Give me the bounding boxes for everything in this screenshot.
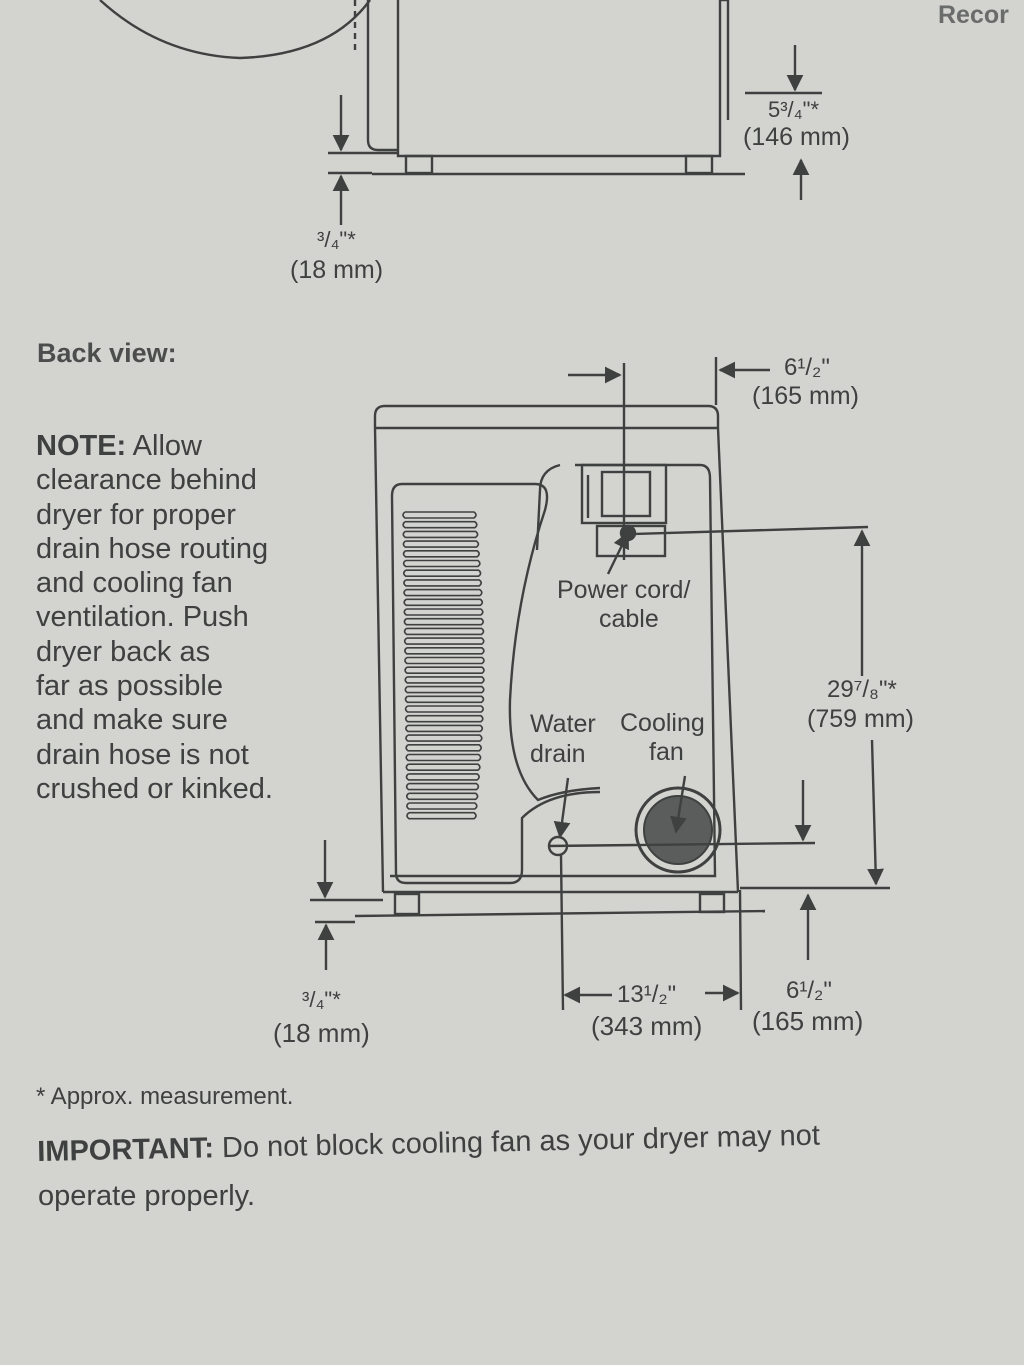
vent-slot: [403, 617, 484, 626]
dim-drain-span-inch: 13¹/₂": [617, 981, 677, 1008]
note-text: clearance behind: [36, 464, 257, 496]
label-water-drain-1: Water: [530, 710, 596, 738]
side-foot-dim-inch: ³/₄"*: [317, 227, 356, 252]
note-text: and cooling fan: [36, 567, 233, 599]
note-text: crushed or kinked.: [36, 773, 273, 805]
note-line: clearance behind: [36, 466, 257, 495]
label-power-cord-1: Power cord/: [557, 576, 691, 604]
dim-top-right-inch: 6¹/₂": [784, 354, 830, 381]
note-line: and cooling fan: [36, 569, 233, 598]
vent-slot: [404, 695, 485, 704]
note-text: dryer back as: [36, 636, 211, 668]
label-cooling-fan-1: Cooling: [620, 709, 705, 737]
top-clearance-dimension: [568, 357, 770, 405]
note-label: NOTE:: [36, 430, 127, 462]
side-view-drawing: [99, 0, 745, 176]
note-text: ventilation. Push: [36, 601, 249, 633]
header-fragment: Recor: [938, 1, 1009, 29]
footnote: * Approx. measurement.: [36, 1083, 294, 1110]
vent-slot: [402, 511, 477, 519]
vent-slot: [405, 744, 483, 752]
vent-slot: [402, 569, 482, 577]
vent-slot: [403, 588, 483, 597]
vent-slot: [405, 782, 480, 791]
side-rear-dim-mm: (146 mm): [743, 123, 850, 151]
water-drain-fitting: [547, 777, 571, 857]
vent-slot: [406, 811, 477, 820]
vent-slot: [406, 802, 478, 810]
vent-slot: [405, 792, 479, 801]
note-text: and make sure: [36, 704, 228, 736]
dim-height-mm: (759 mm): [807, 705, 914, 733]
note-text: Allow: [126, 430, 202, 462]
note-text: drain hose is not: [36, 739, 249, 771]
dim-foot-mm: (18 mm): [273, 1018, 370, 1048]
vent-slot: [405, 724, 484, 733]
vent-louvres: [402, 511, 485, 820]
vent-slot: [405, 734, 483, 742]
side-view-foot-dimension: [328, 95, 398, 225]
dim-top-right-mm: (165 mm): [752, 382, 859, 410]
side-foot-dim-mm: (18 mm): [290, 256, 384, 284]
note-text: drain hose routing: [36, 533, 269, 565]
note-line: ventilation. Push: [36, 603, 249, 632]
vent-slot: [402, 520, 478, 529]
label-power-cord-2: cable: [599, 605, 659, 633]
vent-slot: [404, 705, 484, 713]
note-line: far as possible: [36, 672, 223, 701]
note-line: drain hose is not: [36, 741, 249, 770]
vent-slot: [405, 763, 481, 771]
back-view-heading: Back view:: [37, 338, 177, 368]
vent-slot: [402, 530, 479, 539]
important-line-2: operate properly.: [38, 1180, 256, 1212]
dim-bottom-right-mm: (165 mm): [752, 1006, 864, 1036]
note-line: crushed or kinked.: [36, 775, 273, 804]
foot-clearance-dimension: [310, 840, 383, 970]
drain-height-reference: [547, 780, 817, 960]
note-text: dryer for proper: [36, 499, 236, 531]
cooling-fan-grille: [634, 775, 722, 874]
note-text: far as possible: [36, 670, 223, 702]
vent-slot: [404, 714, 484, 723]
dim-height-inch: 29⁷/₈"*: [827, 676, 897, 703]
label-cooling-fan-2: fan: [649, 738, 684, 766]
vent-slot: [405, 773, 480, 781]
vent-slot: [404, 676, 485, 684]
height-dimension: [631, 525, 890, 890]
drain-span-dimension: [559, 854, 743, 1011]
label-water-drain-2: drain: [530, 740, 586, 768]
dim-foot-inch: ³/₄"*: [302, 987, 341, 1012]
dryer-back-body: [373, 404, 740, 894]
vent-slot: [404, 656, 485, 665]
dim-drain-span-mm: (343 mm): [591, 1011, 703, 1041]
vent-slot: [404, 685, 485, 694]
vent-slot: [403, 637, 485, 645]
note-line: and make sure: [36, 706, 228, 735]
vent-slot: [403, 579, 483, 587]
vent-slot: [405, 753, 482, 762]
dryer-feet-floor: [354, 892, 766, 918]
vent-slot: [403, 627, 485, 636]
dim-bottom-right-inch: 6¹/₂": [786, 977, 832, 1004]
important-label: IMPORTANT:: [36, 1132, 215, 1168]
note-line: dryer for proper: [36, 501, 236, 530]
vent-slot: [404, 666, 485, 674]
note-line: NOTE: Allow: [36, 432, 202, 461]
note-line: drain hose routing: [36, 535, 268, 564]
vent-slot: [402, 559, 481, 568]
vent-slot: [402, 540, 480, 548]
side-view-rear-dimension: [745, 45, 822, 200]
note-line: dryer back as: [36, 638, 210, 667]
vent-slot: [403, 608, 484, 616]
vent-slot: [403, 598, 484, 607]
vent-slot: [404, 647, 485, 655]
vent-slot: [402, 550, 480, 558]
side-rear-dim-inch: 5³/₄"*: [768, 97, 820, 122]
